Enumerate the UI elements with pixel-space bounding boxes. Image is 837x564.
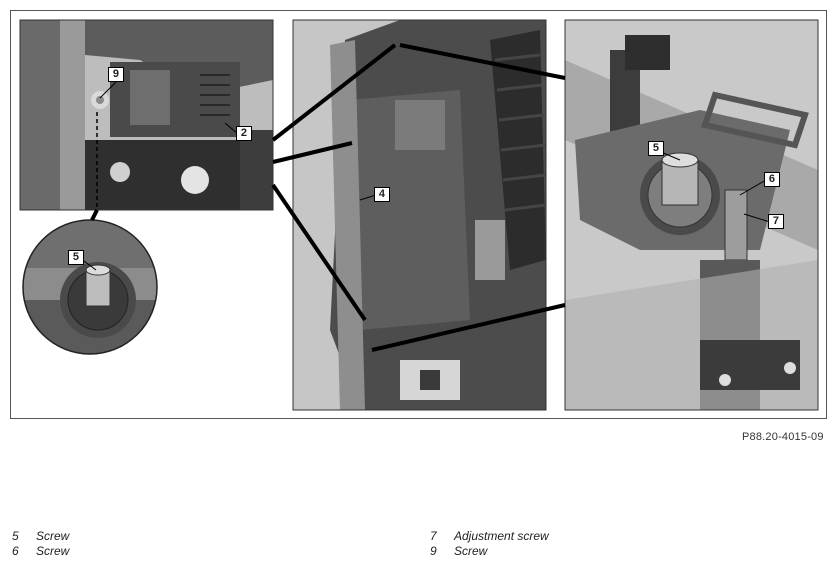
legend-label: Screw: [36, 529, 70, 543]
legend-label: Screw: [36, 544, 70, 558]
callout-9: 9: [108, 67, 124, 82]
legend-item: 6 Screw: [12, 544, 69, 558]
legend-item: 5 Screw: [12, 529, 69, 543]
legend-label: Adjustment screw: [454, 529, 549, 543]
callout-7: 7: [768, 214, 784, 229]
middle-photo-panel: [293, 20, 546, 410]
top-left-photo-panel: [20, 20, 273, 210]
legend-label: Screw: [454, 544, 488, 558]
legend-item: 9 Screw: [430, 544, 487, 558]
zoom-circle-detail: [23, 220, 157, 354]
callout-5-zoom: 5: [68, 250, 84, 265]
callout-4: 4: [374, 187, 390, 202]
callout-2: 2: [236, 126, 252, 141]
right-photo-panel: [565, 20, 818, 410]
callout-6: 6: [764, 172, 780, 187]
legend-number: 6: [12, 544, 19, 558]
legend-number: 9: [430, 544, 437, 558]
callout-5-right: 5: [648, 141, 664, 156]
legend-number: 7: [430, 529, 437, 543]
figure-reference-code: P88.20-4015-09: [742, 431, 824, 443]
legend-item: 7 Adjustment screw: [430, 529, 549, 543]
legend-number: 5: [12, 529, 19, 543]
connector-lines: [271, 43, 566, 352]
